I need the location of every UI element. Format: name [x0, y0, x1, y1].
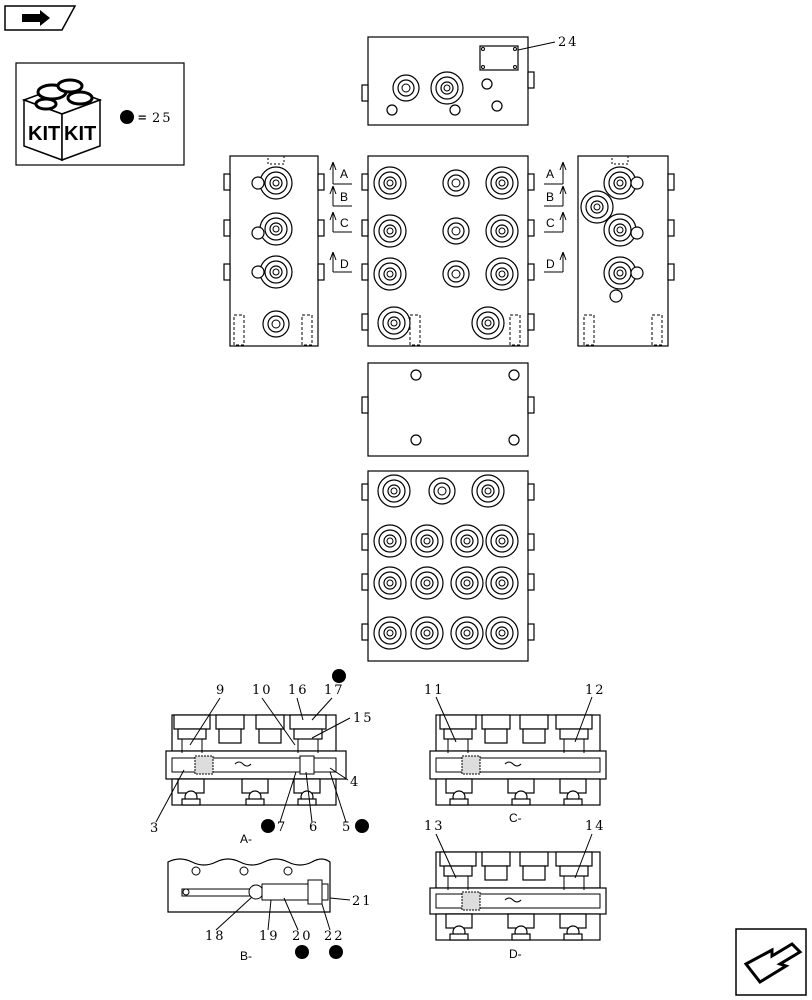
callout-15: 15 [353, 711, 374, 726]
callout-17: 17 [324, 683, 345, 698]
section-a-view: 9 10 16 17 15 4 3 7 6 5 A- [150, 669, 374, 846]
svg-text:B: B [546, 190, 554, 204]
kit-dot-icon [261, 819, 275, 833]
marker-d-left: D [329, 251, 352, 273]
kit-dot-icon [355, 819, 369, 833]
book-arrow-icon[interactable] [4, 5, 77, 31]
section-c-title: C- [509, 811, 522, 825]
section-d-view: 13 14 D- [424, 819, 607, 961]
rear-view-block [361, 470, 535, 662]
callout-19: 19 [259, 929, 280, 944]
marker-c-left: C [329, 211, 352, 233]
callout-20: 20 [292, 929, 313, 944]
callout-22: 22 [324, 929, 345, 944]
marker-d-right: D [544, 251, 567, 273]
svg-text:A: A [546, 167, 554, 181]
marker-c-right: C [544, 211, 567, 233]
right-side-view [577, 155, 675, 347]
marker-b-left: B [329, 185, 352, 207]
callout-6: 6 [309, 820, 319, 835]
callout-10: 10 [252, 683, 273, 698]
kit-legend: KIT KIT = 25 [15, 62, 185, 166]
svg-text:A: A [340, 167, 348, 181]
svg-text:C: C [340, 216, 349, 230]
left-side-view [223, 155, 325, 347]
kit-box-icon: KIT KIT [21, 78, 103, 162]
top-view-block: 24 [361, 35, 579, 126]
kit-label-right: KIT [64, 123, 96, 145]
callout-12: 12 [585, 683, 606, 698]
callout-21: 21 [352, 894, 373, 909]
svg-text:C: C [546, 216, 555, 230]
callout-3: 3 [150, 821, 160, 836]
next-page-arrow-icon[interactable] [735, 928, 807, 996]
callout-7: 7 [277, 820, 287, 835]
callout-9: 9 [216, 683, 226, 698]
front-view-block [361, 155, 535, 347]
svg-text:B: B [340, 190, 348, 204]
callout-11: 11 [424, 683, 445, 698]
callout-13: 13 [424, 819, 445, 834]
section-b-view: 18 19 20 22 21 B- [167, 858, 373, 963]
section-a-title: A- [240, 832, 252, 846]
kit-ref-number: 25 [152, 111, 173, 126]
svg-text:D: D [340, 257, 349, 271]
marker-b-right: B [544, 185, 567, 207]
callout-4: 4 [350, 775, 360, 790]
callout-18: 18 [205, 929, 226, 944]
section-c-view: 11 12 C- [424, 683, 607, 825]
callout-5: 5 [342, 820, 352, 835]
section-markers: A B C D A B C D [329, 161, 567, 273]
section-d-title: D- [509, 947, 522, 961]
kit-dot-icon [329, 945, 343, 959]
svg-text:D: D [546, 257, 555, 271]
kit-label-left: KIT [28, 123, 60, 145]
kit-dot-icon [120, 110, 134, 124]
kit-dot-icon [332, 669, 346, 683]
marker-a-left: A [329, 161, 352, 185]
callout-24: 24 [558, 35, 579, 50]
callout-16: 16 [288, 683, 309, 698]
kit-dot-icon [295, 945, 309, 959]
marker-a-right: A [544, 161, 567, 185]
bottom-view-block [361, 362, 535, 457]
callout-14: 14 [585, 819, 606, 834]
section-b-title: B- [240, 949, 252, 963]
svg-text:=: = [138, 110, 146, 126]
